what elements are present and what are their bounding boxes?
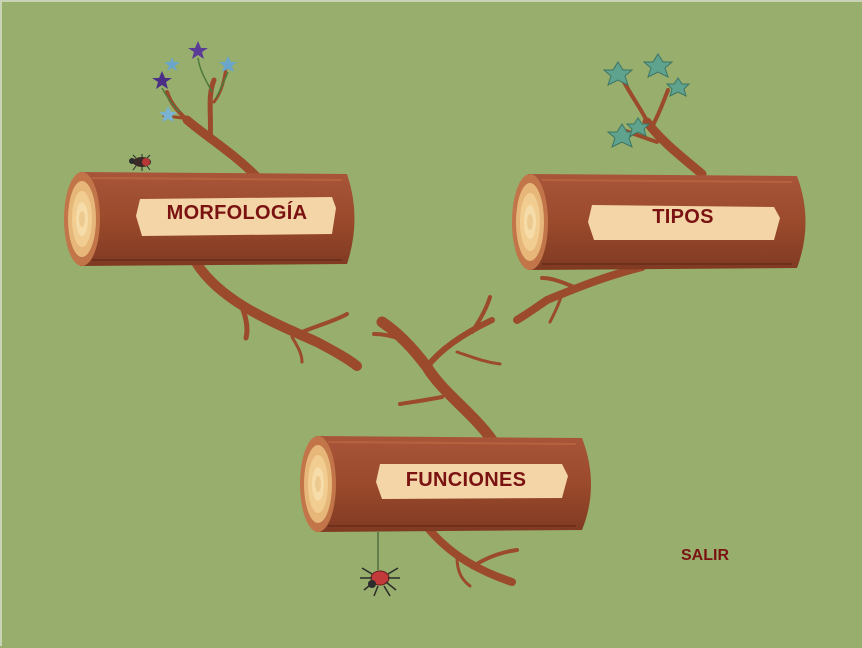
beetle-icon bbox=[129, 154, 151, 171]
leaf-icon bbox=[665, 77, 691, 97]
leaf-icon bbox=[642, 53, 674, 78]
flower-icon bbox=[159, 106, 177, 122]
flower-icon bbox=[188, 41, 208, 59]
flower-icon bbox=[219, 56, 237, 72]
flower-icons bbox=[152, 41, 237, 122]
leaf-icon bbox=[625, 117, 651, 137]
tipos-button[interactable]: TIPOS bbox=[652, 206, 714, 228]
branch-left-root bbox=[192, 259, 362, 371]
leaf-icon bbox=[602, 61, 634, 86]
branch-bottom-root bbox=[423, 523, 516, 586]
leaf-icons bbox=[602, 53, 691, 148]
morfologia-button[interactable]: MORFOLOGÍA bbox=[166, 202, 308, 224]
spider-icon bbox=[360, 532, 400, 597]
funciones-button[interactable]: FUNCIONES bbox=[405, 469, 527, 491]
exit-button[interactable]: SALIR bbox=[681, 547, 729, 564]
flower-icon bbox=[152, 71, 172, 89]
branch-top-left bbox=[182, 115, 262, 182]
branches bbox=[162, 66, 707, 588]
log-tipos bbox=[512, 174, 806, 270]
branch-right-root bbox=[513, 263, 646, 324]
branch-top-right bbox=[642, 117, 707, 179]
flower-icon bbox=[164, 57, 180, 71]
log-morfologia bbox=[64, 172, 355, 266]
log-funciones bbox=[300, 436, 591, 532]
